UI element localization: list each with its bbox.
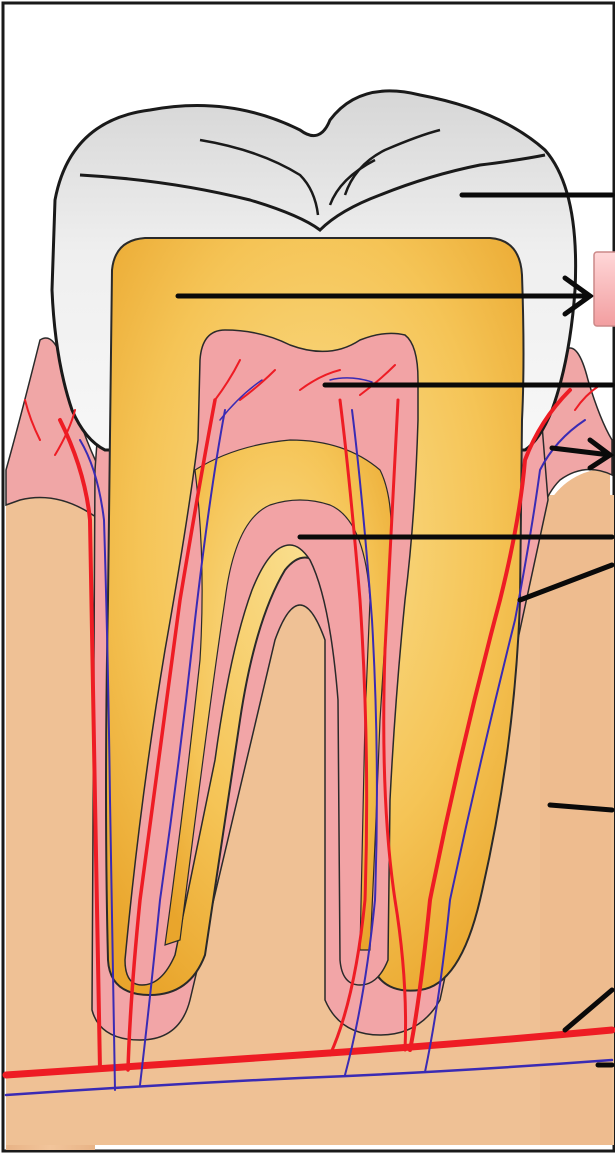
label-box <box>594 252 615 326</box>
